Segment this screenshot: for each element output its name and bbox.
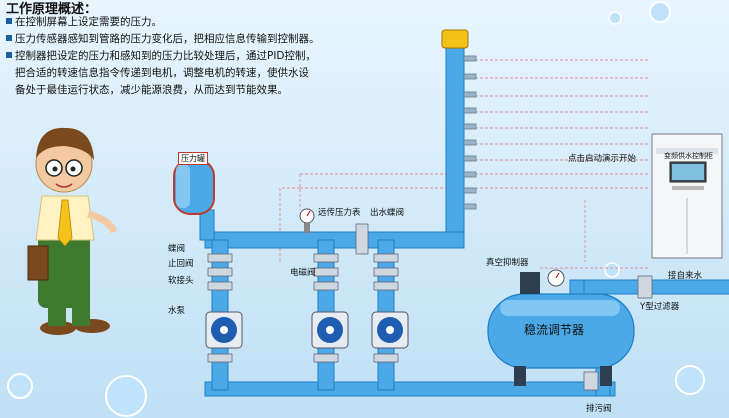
vacuum-suppressor-label: 真空抑制器 bbox=[486, 258, 529, 268]
pressure-tank-label: 压力罐 bbox=[178, 152, 208, 165]
floor-taps bbox=[463, 55, 477, 210]
description-line-1: 在控制屏幕上设定需要的压力。 bbox=[6, 14, 162, 31]
pump-3 bbox=[371, 311, 409, 349]
demo-start-label[interactable]: 点击启动演示开始 bbox=[568, 154, 637, 164]
valves bbox=[207, 223, 399, 363]
outlet-butterfly-valve-label: 出水蝶阀 bbox=[370, 208, 405, 218]
pump-label: 水泵 bbox=[168, 306, 186, 316]
municipal-inlet-label: 接自来水 bbox=[668, 271, 703, 281]
description-line-2: 压力传感器感知到管路的压力变化后，把相应信息传输到控制器。 bbox=[6, 31, 320, 48]
y-filter-label: Y型过滤器 bbox=[640, 302, 680, 312]
y-filter bbox=[637, 275, 653, 299]
cartoon-engineer bbox=[27, 127, 118, 335]
pumps bbox=[205, 311, 409, 349]
page-title: 工作原理概述： bbox=[6, 2, 98, 17]
stabilizer-tank bbox=[487, 269, 635, 386]
check-valve-label: 止回阀 bbox=[168, 259, 194, 269]
description-line-5: 备处于最佳运行状态，减少能源浪费，从而达到节能效果。 bbox=[15, 84, 288, 96]
description-line-3: 控制器把设定的压力和感知到的压力比较处理后，通过PID控制， bbox=[6, 48, 316, 65]
butterfly-valve-label: 蝶阀 bbox=[168, 244, 186, 254]
drain-valve-label: 排污阀 bbox=[586, 404, 612, 414]
pump-1 bbox=[205, 311, 243, 349]
pump-2 bbox=[311, 311, 349, 349]
drain-valve bbox=[583, 371, 599, 391]
soft-joint-label: 软接头 bbox=[168, 276, 194, 286]
control-cabinet bbox=[651, 133, 723, 259]
bullet-icon bbox=[6, 18, 12, 24]
bubbles bbox=[7, 1, 705, 417]
description-line-4: 把合适的转速信息指令传递到电机，调整电机的转速，使供水设 bbox=[15, 67, 309, 79]
remote-gauge-label: 远传压力表 bbox=[318, 208, 361, 218]
bullet-icon bbox=[6, 35, 12, 41]
riser-cap bbox=[441, 29, 469, 49]
stabilizer-tank-label: 稳流调节器 bbox=[524, 323, 585, 337]
pressure-tank bbox=[173, 159, 215, 215]
control-cabinet-label: 变频供水控制柜 bbox=[664, 152, 713, 160]
bullet-icon bbox=[6, 52, 12, 58]
remote-gauge bbox=[299, 208, 315, 233]
solenoid-valve-label: 电磁阀 bbox=[290, 268, 316, 278]
pipes bbox=[199, 45, 729, 397]
